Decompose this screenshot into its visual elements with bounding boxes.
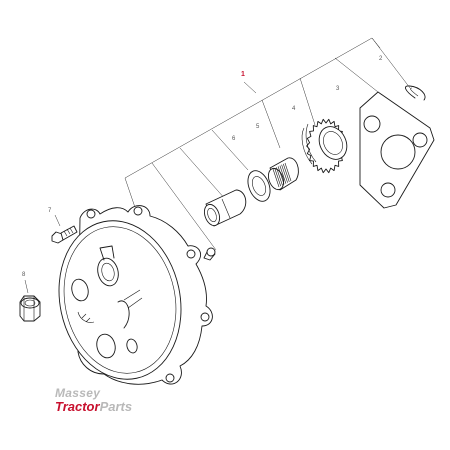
drain-plug [19,295,41,322]
callout-gear: 4 [292,106,296,112]
callout-labels: 1 2 3 4 5 6 7 8 [22,56,383,278]
gear [301,118,348,174]
main-housing [58,205,213,385]
bearing-needle [272,168,280,188]
callout-gasket: 2 [379,56,383,62]
grease-nipple [203,247,216,261]
callout-main: 1 [241,71,245,78]
callout-plug: 8 [22,272,26,278]
bearing-needle [279,165,287,184]
massey-tractor-parts-logo: Massey TractorParts [55,387,132,413]
bearing-needle [276,167,283,186]
callout-bolt: 7 [48,208,52,214]
bolt [51,225,78,244]
bearing-needle [274,168,281,187]
circlip [404,85,426,101]
callout-circlip: 3 [336,86,340,92]
bushing-sleeve [203,189,247,227]
bearing-needle [277,166,285,185]
callout-bearing: 5 [256,124,260,130]
logo-word-tractor: Tractor [55,399,100,414]
logo-word-parts: Parts [99,399,133,414]
bearing-needle [284,162,292,182]
needle-bearing [267,157,299,191]
leader-lines [24,37,411,294]
logo-line-tractorparts: TractorParts [55,400,132,413]
bearing-needle [281,164,288,183]
logo-line-massey: Massey [55,386,101,400]
bearing-needle [283,163,290,182]
thrust-washer [247,170,271,202]
gasket-plate [359,91,435,209]
callout-washer: 6 [232,136,236,142]
